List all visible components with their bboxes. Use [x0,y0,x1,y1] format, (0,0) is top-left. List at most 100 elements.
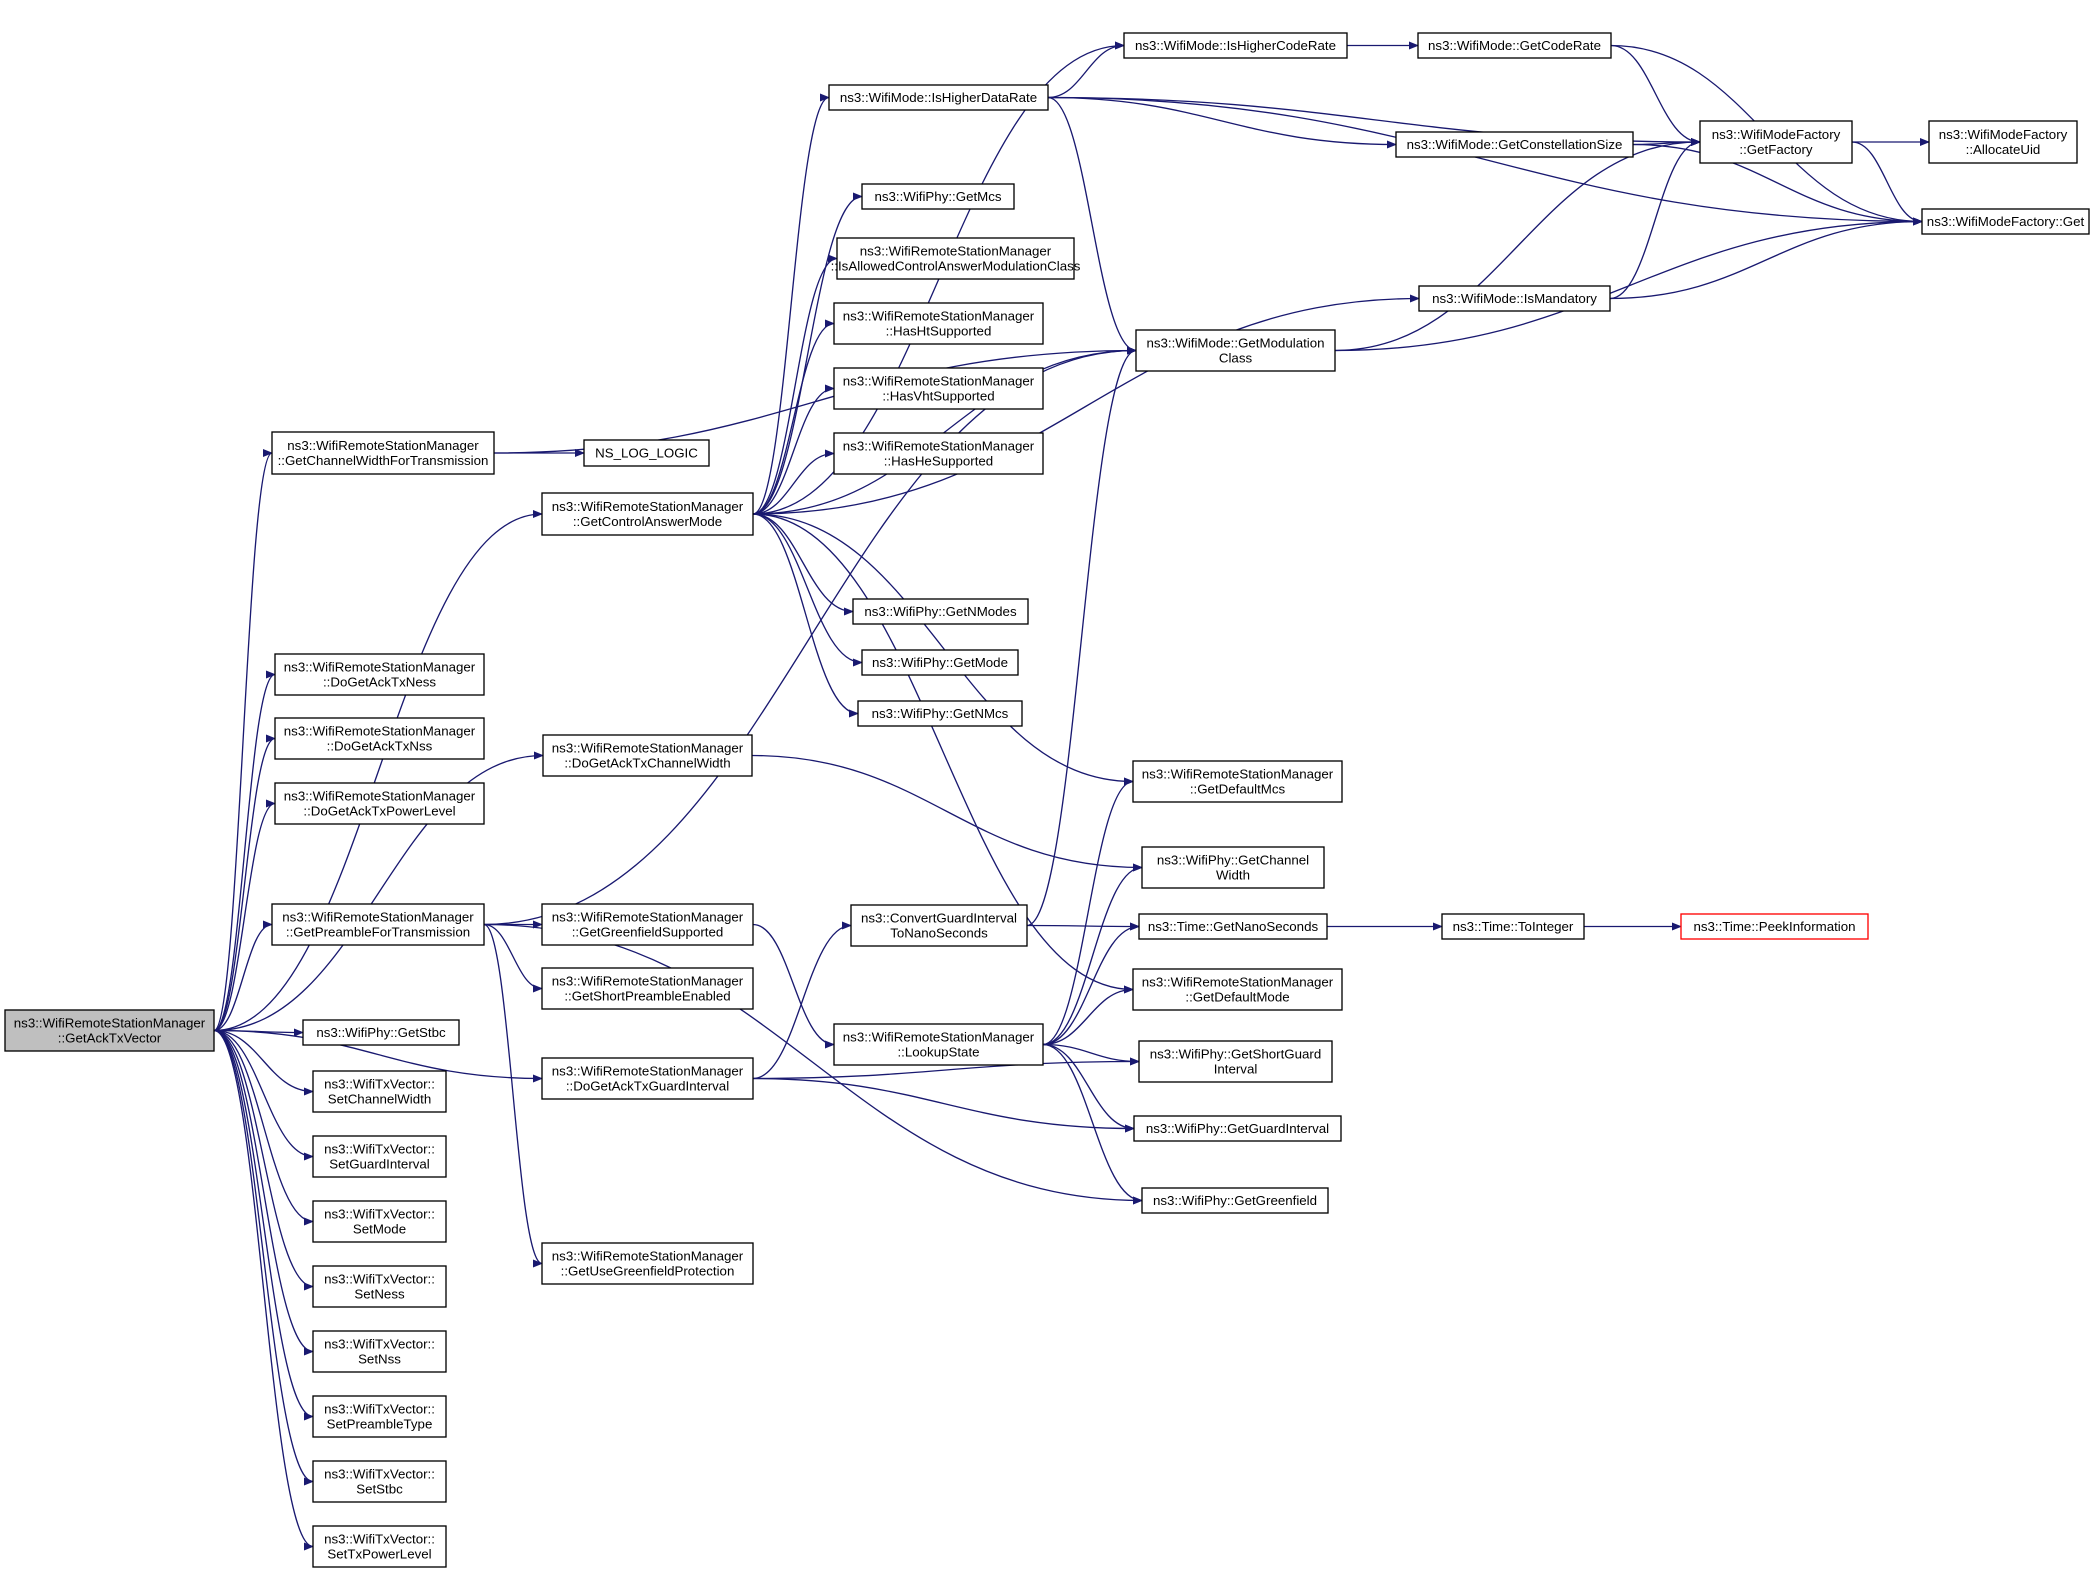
node-label-line: ns3::WifiPhy::GetNMcs [872,706,1009,721]
node-getUseGreenfieldProtection[interactable]: ns3::WifiRemoteStationManager::GetUseGre… [541,1242,754,1285]
node-doGetAckTxPowerLevel[interactable]: ns3::WifiRemoteStationManager::DoGetAckT… [274,782,485,825]
node-setTxPowerLevel[interactable]: ns3::WifiTxVector::SetTxPowerLevel [312,1525,447,1568]
node-label-line: ns3::WifiRemoteStationManager [843,1030,1035,1045]
node-label-line: ::GetFactory [1739,142,1813,157]
node-hasVhtSupported[interactable]: ns3::WifiRemoteStationManager::HasVhtSup… [833,367,1044,410]
node-label-line: ns3::WifiPhy::GetStbc [316,1025,446,1040]
node-label-line: ::GetShortPreambleEnabled [564,989,730,1004]
node-isHigherDataRate[interactable]: ns3::WifiMode::IsHigherDataRate [828,84,1049,111]
node-box [312,1460,447,1503]
node-box [541,903,754,946]
edge-getControlAnswerMode-to-getDefaultMcs [752,513,1134,786]
node-doGetAckTxNss[interactable]: ns3::WifiRemoteStationManager::DoGetAckT… [274,717,485,760]
node-getConstellationSize[interactable]: ns3::WifiMode::GetConstellationSize [1395,131,1634,158]
node-getShortPreambleEnabled[interactable]: ns3::WifiRemoteStationManager::GetShortP… [541,967,754,1010]
node-phyGetNMcs[interactable]: ns3::WifiPhy::GetNMcs [857,700,1023,727]
node-factoryGet[interactable]: ns3::WifiModeFactory::Get [1921,208,2090,235]
node-label-line: ns3::WifiTxVector:: [324,1402,435,1417]
node-setNess[interactable]: ns3::WifiTxVector::SetNess [312,1265,447,1308]
node-isHigherCodeRate[interactable]: ns3::WifiMode::IsHigherCodeRate [1123,32,1348,59]
node-label-line: ns3::WifiPhy::GetShortGuard [1150,1047,1321,1062]
node-label-line: ns3::WifiPhy::GetNModes [864,604,1017,619]
node-label-line: ns3::WifiPhy::GetGreenfield [1153,1193,1317,1208]
node-phyGetGuardInterval[interactable]: ns3::WifiPhy::GetGuardInterval [1133,1115,1342,1142]
node-box [1141,1187,1329,1214]
node-setStbc[interactable]: ns3::WifiTxVector::SetStbc [312,1460,447,1503]
node-label-line: ns3::WifiRemoteStationManager [284,789,476,804]
node-box [4,1009,215,1052]
node-isMandatory[interactable]: ns3::WifiMode::IsMandatory [1418,285,1611,312]
node-getDefaultMcs[interactable]: ns3::WifiRemoteStationManager::GetDefaul… [1132,760,1343,803]
node-isAllowedCtrlAnsModClass[interactable]: ns3::WifiRemoteStationManager::IsAllowed… [831,237,1081,280]
node-factoryAllocateUid[interactable]: ns3::WifiModeFactory::AllocateUid [1928,120,2078,164]
node-box [1680,913,1869,940]
node-box [541,967,754,1010]
node-timeGetNanoSeconds[interactable]: ns3::Time::GetNanoSeconds [1138,913,1328,940]
node-label-line: ns3::WifiRemoteStationManager [552,1249,744,1264]
node-label-line: ns3::WifiPhy::GetMcs [874,189,1001,204]
node-setMode[interactable]: ns3::WifiTxVector::SetMode [312,1200,447,1243]
node-box [828,84,1049,111]
edge-root-to-doGetAckTxNss [213,734,276,1032]
node-phyGetNModes[interactable]: ns3::WifiPhy::GetNModes [852,598,1029,625]
node-timePeekInformation[interactable]: ns3::Time::PeekInformation [1680,913,1869,940]
edge-convertGuardInterval-to-getModulationClass [1026,346,1137,927]
node-label-line: ns3::WifiTxVector:: [324,1532,435,1547]
node-phyGetChannelWidth[interactable]: ns3::WifiPhy::GetChannelWidth [1141,846,1325,889]
node-phyGetStbc[interactable]: ns3::WifiPhy::GetStbc [302,1019,460,1046]
node-label-line: ns3::WifiRemoteStationManager [552,741,744,756]
edge-doGetAckTxChannelWidth-to-phyGetChannelWidth [751,754,1143,872]
node-setGuardInterval[interactable]: ns3::WifiTxVector::SetGuardInterval [312,1135,447,1178]
node-box [1699,120,1853,164]
node-doGetAckTxNess[interactable]: ns3::WifiRemoteStationManager::DoGetAckT… [274,653,485,696]
node-label-line: ns3::WifiModeFactory [1712,127,1841,142]
node-timeToInteger[interactable]: ns3::Time::ToInteger [1441,913,1585,940]
node-lookupState[interactable]: ns3::WifiRemoteStationManager::LookupSta… [833,1023,1044,1066]
node-phyGetGreenfield[interactable]: ns3::WifiPhy::GetGreenfield [1141,1187,1329,1214]
node-getPreambleForTx[interactable]: ns3::WifiRemoteStationManager::GetPreamb… [271,903,485,946]
node-box [271,431,495,475]
node-setNss[interactable]: ns3::WifiTxVector::SetNss [312,1330,447,1373]
node-label-line: SetMode [353,1222,406,1237]
node-nsLogLogic[interactable]: NS_LOG_LOGIC [583,439,710,467]
node-phyGetMcs[interactable]: ns3::WifiPhy::GetMcs [861,183,1015,210]
node-setPreambleType[interactable]: ns3::WifiTxVector::SetPreambleType [312,1395,447,1438]
node-doGetAckTxGuardInterval[interactable]: ns3::WifiRemoteStationManager::DoGetAckT… [541,1057,754,1100]
edge-root-to-setTxPowerLevel [213,1029,314,1551]
node-hasHeSupported[interactable]: ns3::WifiRemoteStationManager::HasHeSupp… [833,432,1044,475]
node-getDefaultMode[interactable]: ns3::WifiRemoteStationManager::GetDefaul… [1132,968,1343,1011]
node-label-line: ns3::WifiTxVector:: [324,1467,435,1482]
node-box [302,1019,460,1046]
node-label-line: ns3::WifiTxVector:: [324,1142,435,1157]
node-box [833,1023,1044,1066]
edge-getControlAnswerMode-to-getModulationClass [752,346,1137,515]
edge-lookupState-to-getDefaultMcs [1042,777,1134,1046]
node-label-line: ns3::WifiPhy::GetMode [872,655,1008,670]
node-getControlAnswerMode[interactable]: ns3::WifiRemoteStationManager::GetContro… [541,492,754,536]
node-box [850,904,1028,947]
edge-isMandatory-to-factoryGetFactory [1609,138,1701,300]
node-label-line: ::GetControlAnswerMode [573,514,722,529]
node-box [1133,1115,1342,1142]
node-label-line: ns3::WifiRemoteStationManager [552,974,744,989]
node-box [857,700,1023,727]
node-box [541,1057,754,1100]
edge-isHigherDataRate-to-factoryGet [1047,96,1923,226]
node-setChannelWidth[interactable]: ns3::WifiTxVector::SetChannelWidth [312,1070,447,1113]
node-hasHtSupported[interactable]: ns3::WifiRemoteStationManager::HasHtSupp… [833,302,1044,345]
node-getChannelWidthForTx[interactable]: ns3::WifiRemoteStationManager::GetChanne… [271,431,495,475]
edge-getGreenfieldSupported-to-lookupState [752,923,835,1049]
node-label-line: ::IsAllowedControlAnswerModulationClass [831,259,1081,274]
node-getCodeRate[interactable]: ns3::WifiMode::GetCodeRate [1417,32,1612,59]
edge-getControlAnswerMode-to-phyGetNModes [752,513,854,616]
node-phyGetMode[interactable]: ns3::WifiPhy::GetMode [861,649,1019,676]
node-box [1132,968,1343,1011]
node-factoryGetFactory[interactable]: ns3::WifiModeFactory::GetFactory [1699,120,1853,164]
node-box [861,183,1015,210]
node-doGetAckTxChannelWidth[interactable]: ns3::WifiRemoteStationManager::DoGetAckT… [542,734,753,777]
node-getGreenfieldSupported[interactable]: ns3::WifiRemoteStationManager::GetGreenf… [541,903,754,946]
node-box [312,1200,447,1243]
